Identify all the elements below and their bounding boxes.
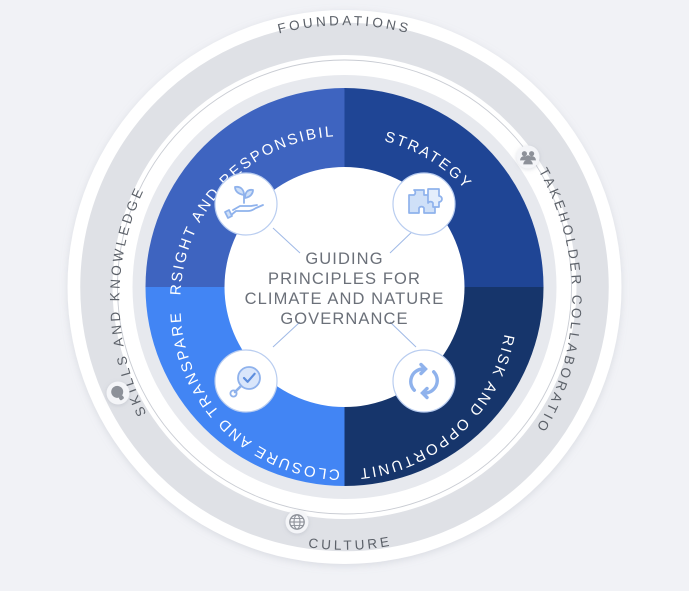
outer-label-culture: CULTURE [308, 534, 394, 553]
outer-grey-ring [79, 22, 610, 552]
globe-icon [285, 510, 309, 534]
connector-risk [389, 321, 417, 348]
ring-hairline [117, 59, 572, 515]
center-text-block: GUIDING PRINCIPLES FOR CLIMATE AND NATUR… [245, 250, 445, 328]
badge-oversight-and-responsibility[interactable] [214, 172, 278, 236]
magnifier-check-icon [229, 366, 261, 398]
center-line-1: GUIDING [305, 250, 383, 268]
hand-holding-sprout-icon [224, 185, 264, 219]
lightbulb-icon [106, 381, 130, 405]
connector-disclosure [272, 321, 301, 348]
puzzle-pieces-icon [408, 188, 443, 214]
badge-risk-and-opportunity[interactable] [392, 349, 456, 413]
outer-ring-edge [78, 21, 611, 553]
center-line-3: CLIMATE AND NATURE [245, 290, 445, 308]
badge-strategy[interactable] [392, 172, 456, 236]
center-line-2: PRINCIPLES FOR [268, 270, 421, 288]
connector-oversight [272, 227, 301, 254]
badge-disclosure-and-transparency[interactable] [214, 349, 278, 413]
center-line-4: GOVERNANCE [280, 310, 408, 328]
cycle-arrows-icon [409, 362, 439, 400]
people-group-icon [516, 145, 540, 169]
inner-ring-edge [112, 55, 577, 519]
